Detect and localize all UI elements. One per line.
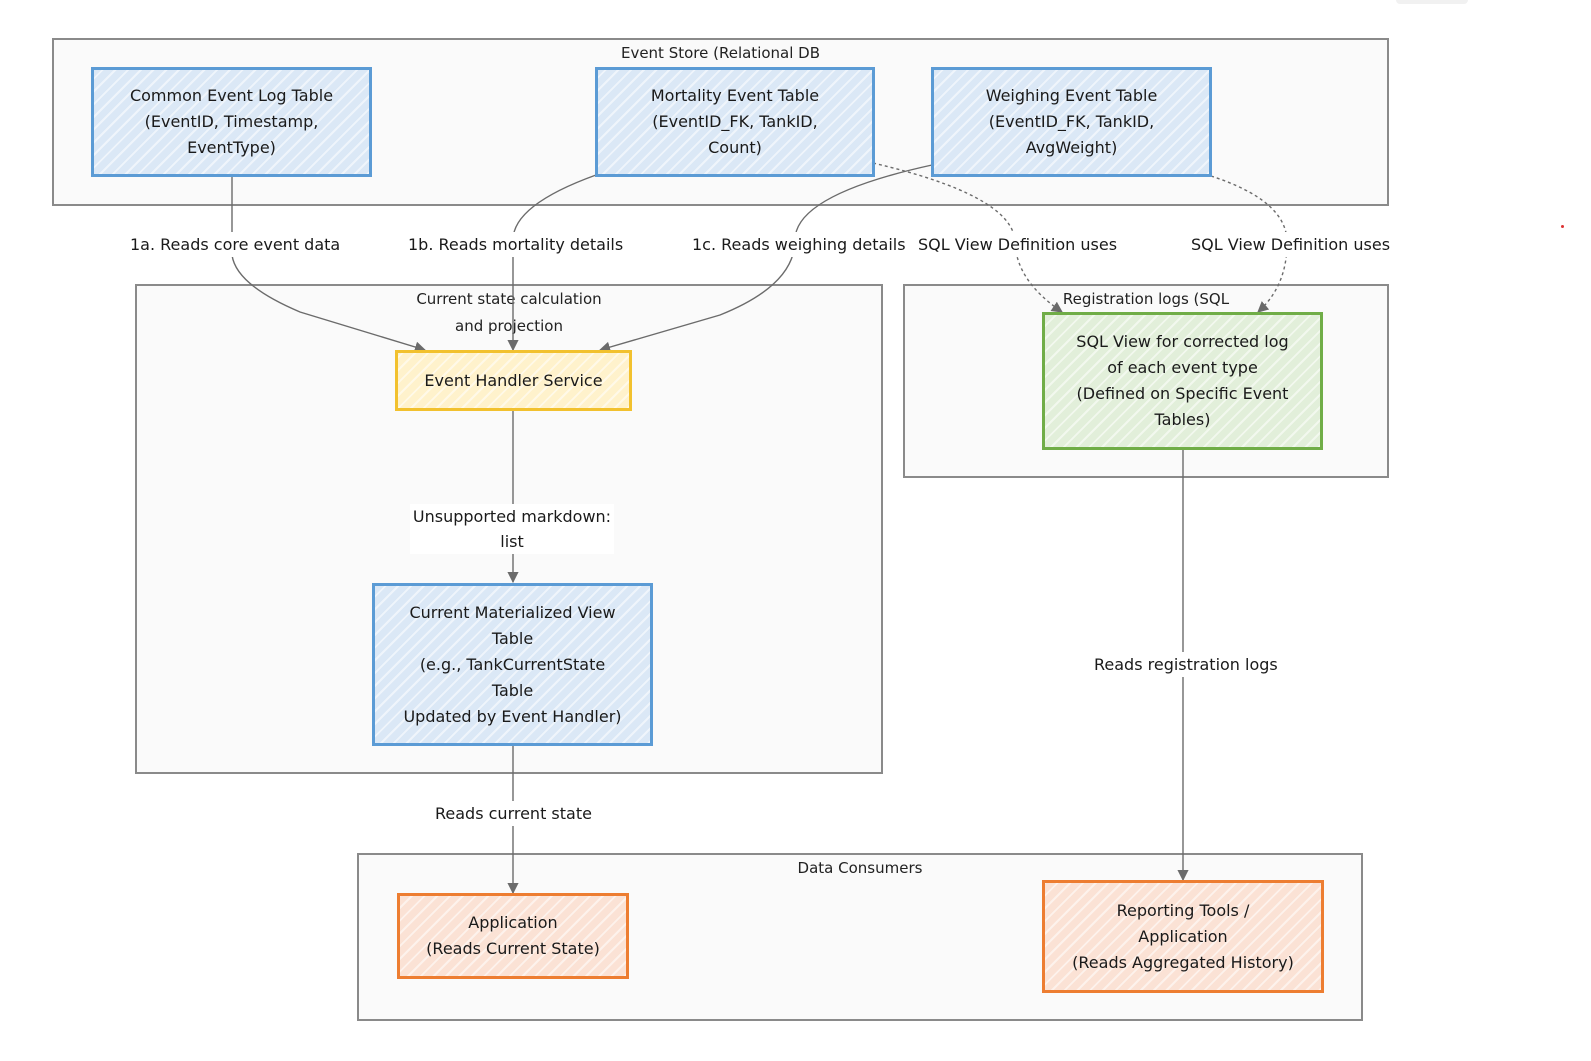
node-weighing-event[interactable]: Weighing Event Table (EventID_FK, TankID… (931, 67, 1212, 177)
edge-1c (598, 164, 933, 353)
node-sql-view[interactable]: SQL View for corrected log of each event… (1042, 312, 1323, 450)
edge-label-1b: 1b. Reads mortality details (406, 232, 626, 257)
node-materialized-view[interactable]: Current Materialized View Table (e.g., T… (372, 583, 653, 746)
group-current-state-title: Current state calculation and projection (416, 290, 602, 335)
node-reporting-tools[interactable]: Reporting Tools / Application (Reads Agg… (1042, 880, 1324, 993)
edge-label-1c: 1c. Reads weighing details (690, 232, 908, 257)
window-tab-stub (1396, 0, 1468, 4)
group-registration-logs-title: Registration logs (SQL (1062, 290, 1230, 308)
edge-label-reads-current-state: Reads current state (433, 801, 594, 826)
edge-label-unsupported: Unsupported markdown: list (410, 504, 614, 554)
stray-mark (1561, 225, 1564, 228)
edge-label-1a: 1a. Reads core event data (128, 232, 343, 257)
group-event-store-title: Event Store (Relational DB (620, 44, 821, 62)
node-common-event-log[interactable]: Common Event Log Table (EventID, Timesta… (91, 67, 372, 177)
edge-label-sql-def-1: SQL View Definition uses (916, 232, 1120, 257)
group-data-consumers-title: Data Consumers (797, 859, 923, 877)
edge-1a (231, 177, 427, 353)
node-application[interactable]: Application (Reads Current State) (397, 893, 629, 979)
node-event-handler[interactable]: Event Handler Service (395, 350, 632, 411)
edge-label-sql-def-2: SQL View Definition uses (1189, 232, 1393, 257)
edge-1b (507, 174, 597, 352)
edge-label-reads-registration-logs: Reads registration logs (1092, 652, 1280, 677)
node-mortality-event[interactable]: Mortality Event Table (EventID_FK, TankI… (595, 67, 875, 177)
